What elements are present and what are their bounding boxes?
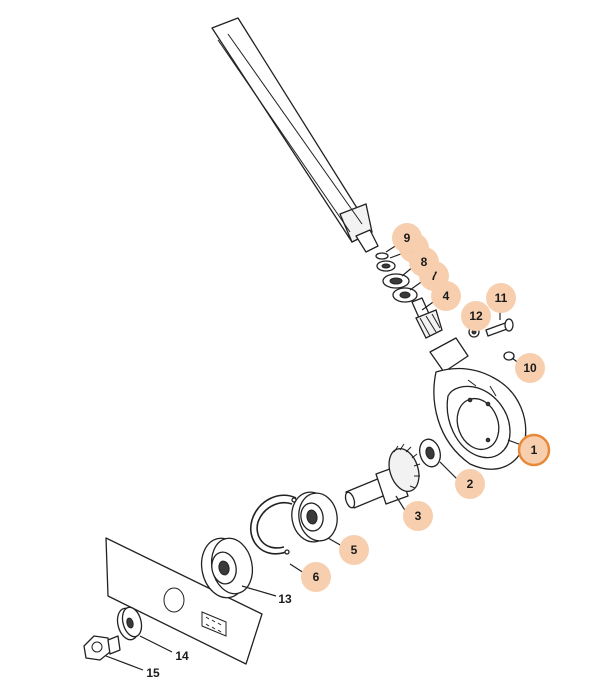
callout-badge — [517, 433, 551, 467]
callout-number: 10 — [523, 361, 537, 375]
callout-leader-line — [105, 655, 144, 671]
callout-number: 15 — [146, 666, 160, 680]
screw-11[interactable] — [485, 318, 514, 337]
bearing-8[interactable] — [382, 273, 410, 289]
gear-housing-1[interactable] — [429, 337, 527, 470]
callout-number: 3 — [415, 509, 422, 523]
callout-13[interactable]: 13 — [241, 585, 292, 606]
callout-number: 7 — [431, 269, 438, 283]
ball-bearing-5[interactable] — [288, 489, 341, 545]
callout-number: 8 — [421, 255, 428, 269]
bevel-pinion-4[interactable] — [411, 297, 443, 339]
callout-15[interactable]: 15 — [105, 655, 160, 680]
callout-11[interactable]: 11 — [486, 283, 516, 320]
callout-number: 12 — [469, 309, 483, 323]
callout-badge — [409, 247, 439, 277]
callout-leader-line — [289, 563, 305, 574]
callout-number: 11 — [495, 291, 508, 305]
callout-5[interactable]: 5 — [327, 535, 369, 565]
snap-ring-9[interactable] — [375, 252, 389, 260]
thrust-washer-14[interactable] — [114, 605, 144, 642]
callout-number: 14 — [175, 649, 189, 663]
plug-10[interactable] — [503, 351, 515, 361]
callout-badge — [515, 353, 545, 383]
callout-leader-line — [241, 585, 277, 597]
callout-badge — [392, 223, 422, 253]
callout-number: 13 — [278, 592, 292, 606]
spacer-ring-7-lower[interactable] — [392, 287, 418, 303]
thrust-plate-13[interactable] — [196, 534, 257, 602]
callout-number: 5 — [351, 543, 358, 557]
callout-badge — [455, 469, 485, 499]
callout-layer: 1234567789101112131415 — [105, 223, 551, 680]
callout-10[interactable]: 10 — [511, 353, 545, 383]
callout-leader-line — [139, 635, 173, 653]
hex-nut-15[interactable] — [83, 635, 121, 661]
gear-shaft-3[interactable] — [344, 443, 424, 509]
callout-badge — [486, 283, 516, 313]
spacer-ring-7-upper[interactable] — [376, 260, 396, 272]
callout-9[interactable]: 9 — [385, 223, 422, 253]
callout-number: 9 — [404, 231, 411, 245]
callout-badge — [339, 535, 369, 565]
callout-badge — [403, 501, 433, 531]
callout-number: 1 — [531, 443, 538, 457]
callout-1[interactable]: 1 — [507, 433, 551, 467]
circlip-6[interactable] — [249, 494, 297, 555]
callout-badge — [301, 562, 331, 592]
callout-leader-line — [395, 495, 407, 513]
callout-8[interactable]: 8 — [401, 247, 439, 277]
callout-leader-line — [439, 461, 459, 481]
drive-shaft-tube[interactable] — [211, 17, 379, 253]
ball-bearing-2[interactable] — [417, 437, 444, 469]
callout-number: 2 — [467, 477, 474, 491]
callout-2[interactable]: 2 — [439, 461, 485, 499]
callout-6[interactable]: 6 — [289, 562, 331, 592]
callout-3[interactable]: 3 — [395, 495, 433, 531]
callout-badge — [461, 301, 491, 331]
callout-14[interactable]: 14 — [139, 635, 189, 663]
callout-leader-line — [327, 537, 343, 547]
callout-number: 4 — [443, 289, 450, 303]
callout-number: 6 — [313, 570, 320, 584]
callout-12[interactable]: 12 — [461, 301, 491, 331]
